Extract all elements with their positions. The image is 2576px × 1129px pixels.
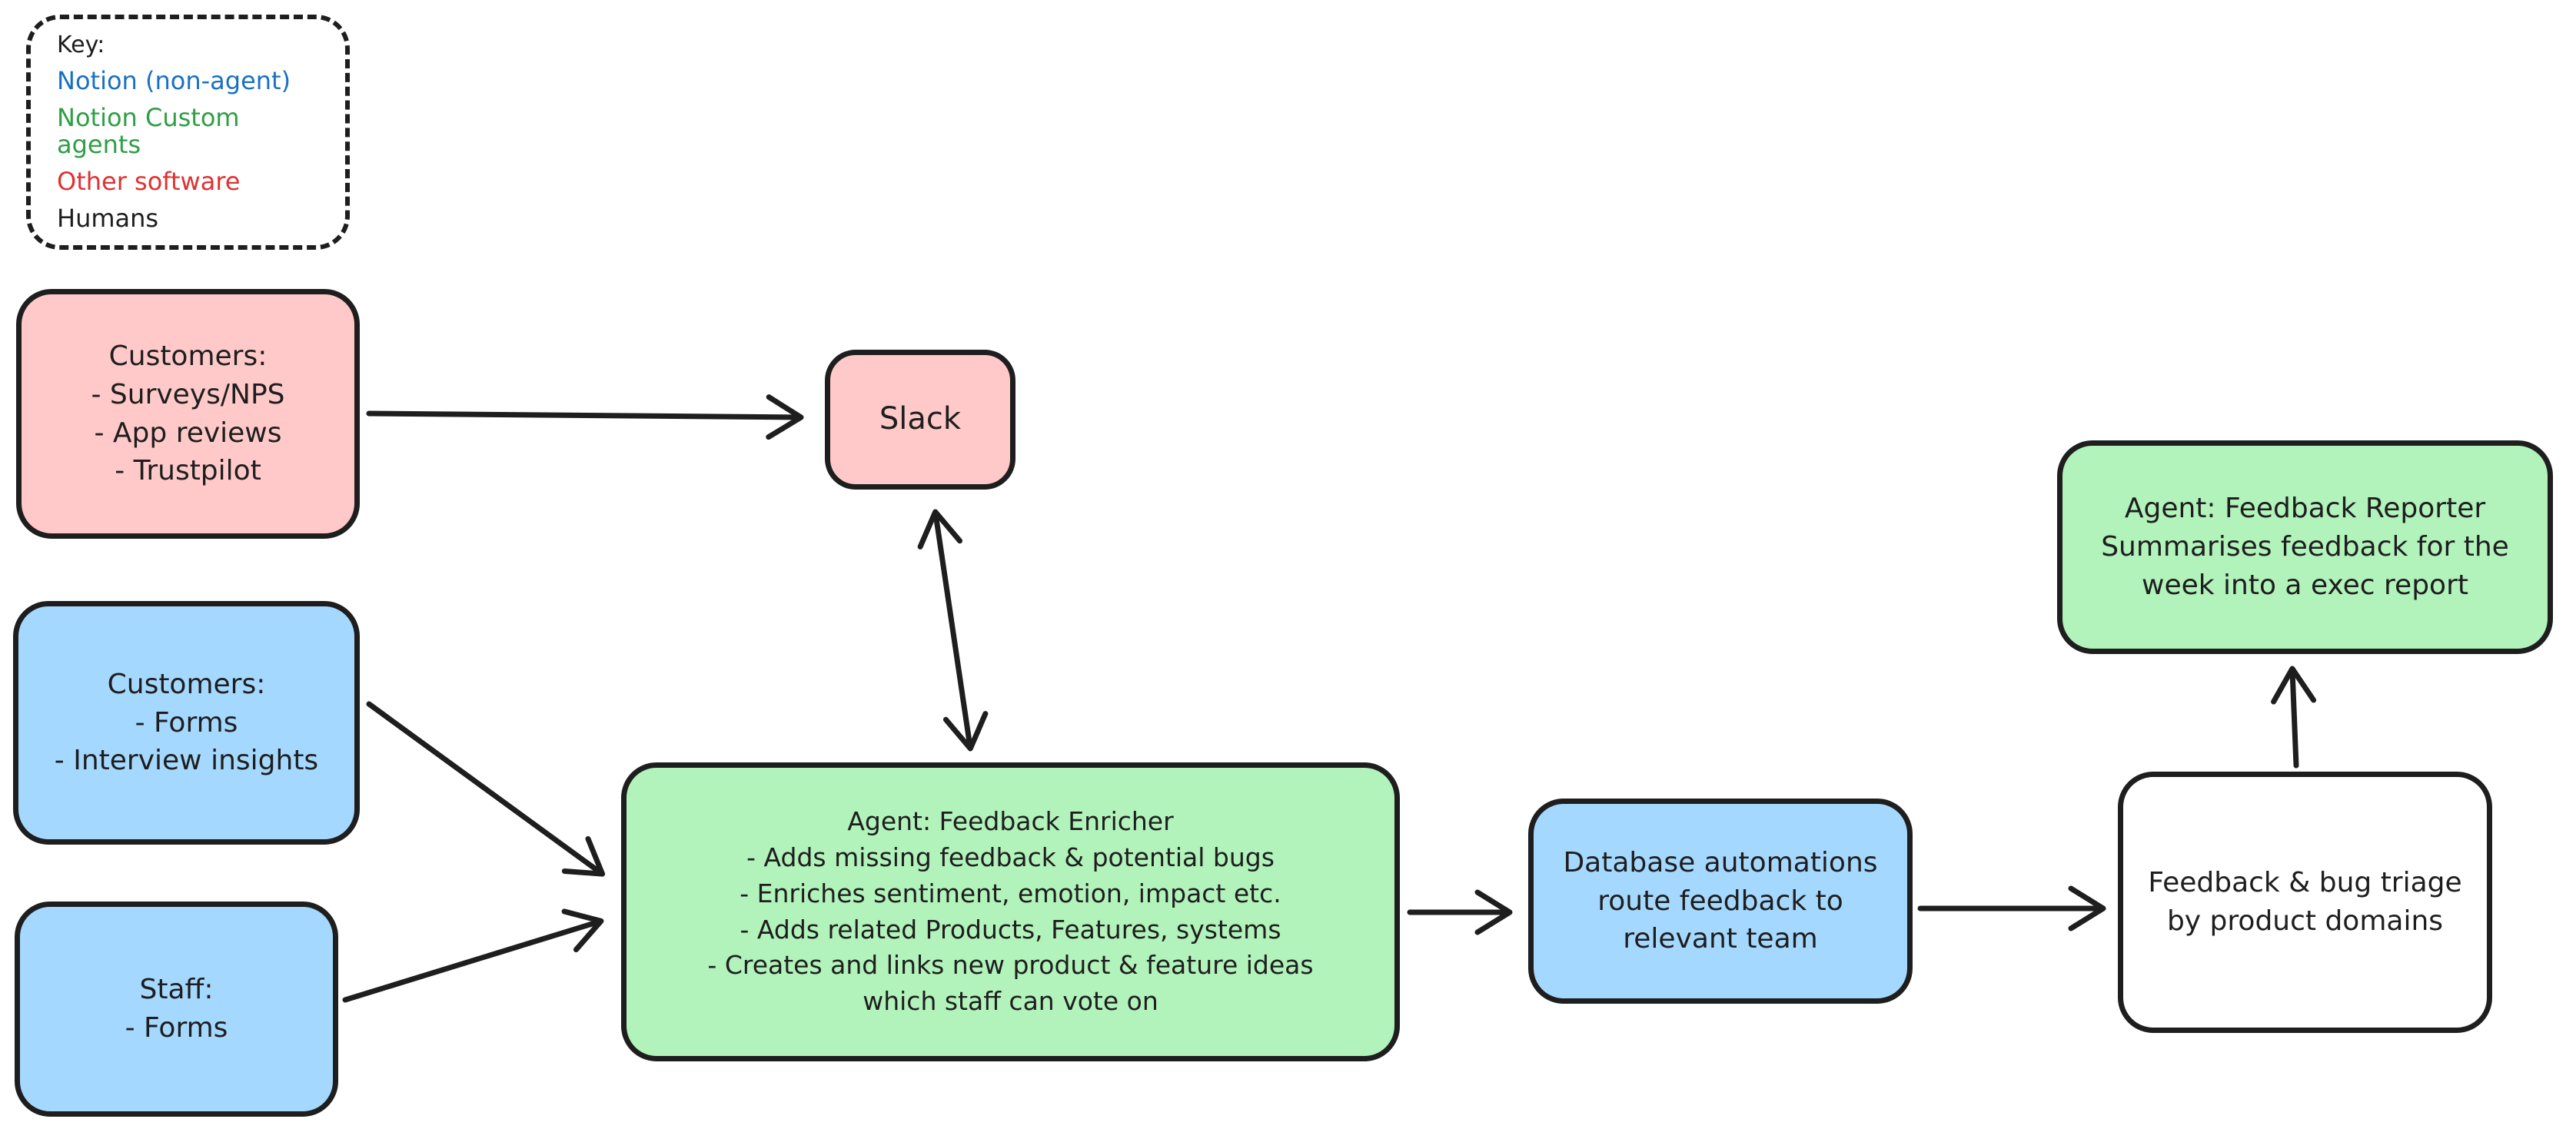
node-line: route feedback to [1597, 885, 1843, 917]
key-legend: Key: Notion (non-agent) Notion Custom ag… [26, 15, 350, 250]
node-line: - Forms [125, 1012, 228, 1044]
key-title: Key: [57, 31, 105, 58]
node-agent-feedback-reporter: Agent: Feedback Reporter Summarises feed… [2057, 440, 2553, 654]
node-line: Summarises feedback for the [2101, 531, 2509, 563]
node-line: - Trustpilot [115, 455, 261, 487]
node-line: - Surveys/NPS [91, 378, 285, 410]
node-line: Feedback & bug triage [2148, 867, 2462, 899]
node-customers-external-sources: Customers: - Surveys/NPS - App reviews -… [16, 289, 360, 539]
arrow-triage-to-reporter [2271, 666, 2317, 769]
node-line: - Enriches sentiment, emotion, impact et… [740, 878, 1281, 908]
node-line: Agent: Feedback Reporter [2124, 493, 2486, 525]
node-line: Agent: Feedback Enricher [847, 805, 1174, 836]
node-line: - App reviews [94, 417, 282, 449]
key-item-notion-custom-agents: Notion Custom agents [57, 102, 240, 159]
key-item-notion-non-agent: Notion (non-agent) [57, 65, 291, 95]
node-feedback-bug-triage: Feedback & bug triage by product domains [2118, 772, 2492, 1033]
arrow-staff-to-enricher [342, 908, 604, 1003]
node-line: Customers: [107, 668, 266, 700]
node-database-automations: Database automations route feedback to r… [1528, 799, 1913, 1004]
node-line: week into a exec report [2142, 569, 2468, 601]
node-line: - Interview insights [54, 745, 319, 777]
node-line: - Creates and links new product & featur… [707, 950, 1314, 981]
node-line: - Forms [135, 706, 238, 739]
node-slack: Slack [825, 350, 1015, 490]
node-agent-feedback-enricher: Agent: Feedback Enricher - Adds missing … [621, 762, 1400, 1061]
node-line: relevant team [1623, 923, 1818, 955]
node-line: Slack [879, 401, 962, 437]
node-line: - Adds related Products, Features, syste… [740, 914, 1281, 945]
arrow-slack-enricher-bidirectional [917, 509, 989, 752]
node-line: - Adds missing feedback & potential bugs [746, 842, 1275, 872]
node-line: which staff can vote on [863, 986, 1158, 1017]
arrow-pink-customers-to-slack [366, 394, 804, 440]
node-line: Customers: [108, 340, 268, 373]
key-item-humans: Humans [57, 204, 159, 234]
node-line: Database automations [1563, 846, 1878, 878]
node-line: Staff: [139, 974, 214, 1006]
node-line: by product domains [2166, 905, 2444, 937]
node-staff-forms: Staff: - Forms [15, 902, 338, 1117]
node-customers-notion-forms: Customers: - Forms - Interview insights [13, 601, 360, 845]
key-item-other-software: Other software [57, 167, 241, 197]
arrow-blue-customers-to-enricher [366, 701, 606, 877]
